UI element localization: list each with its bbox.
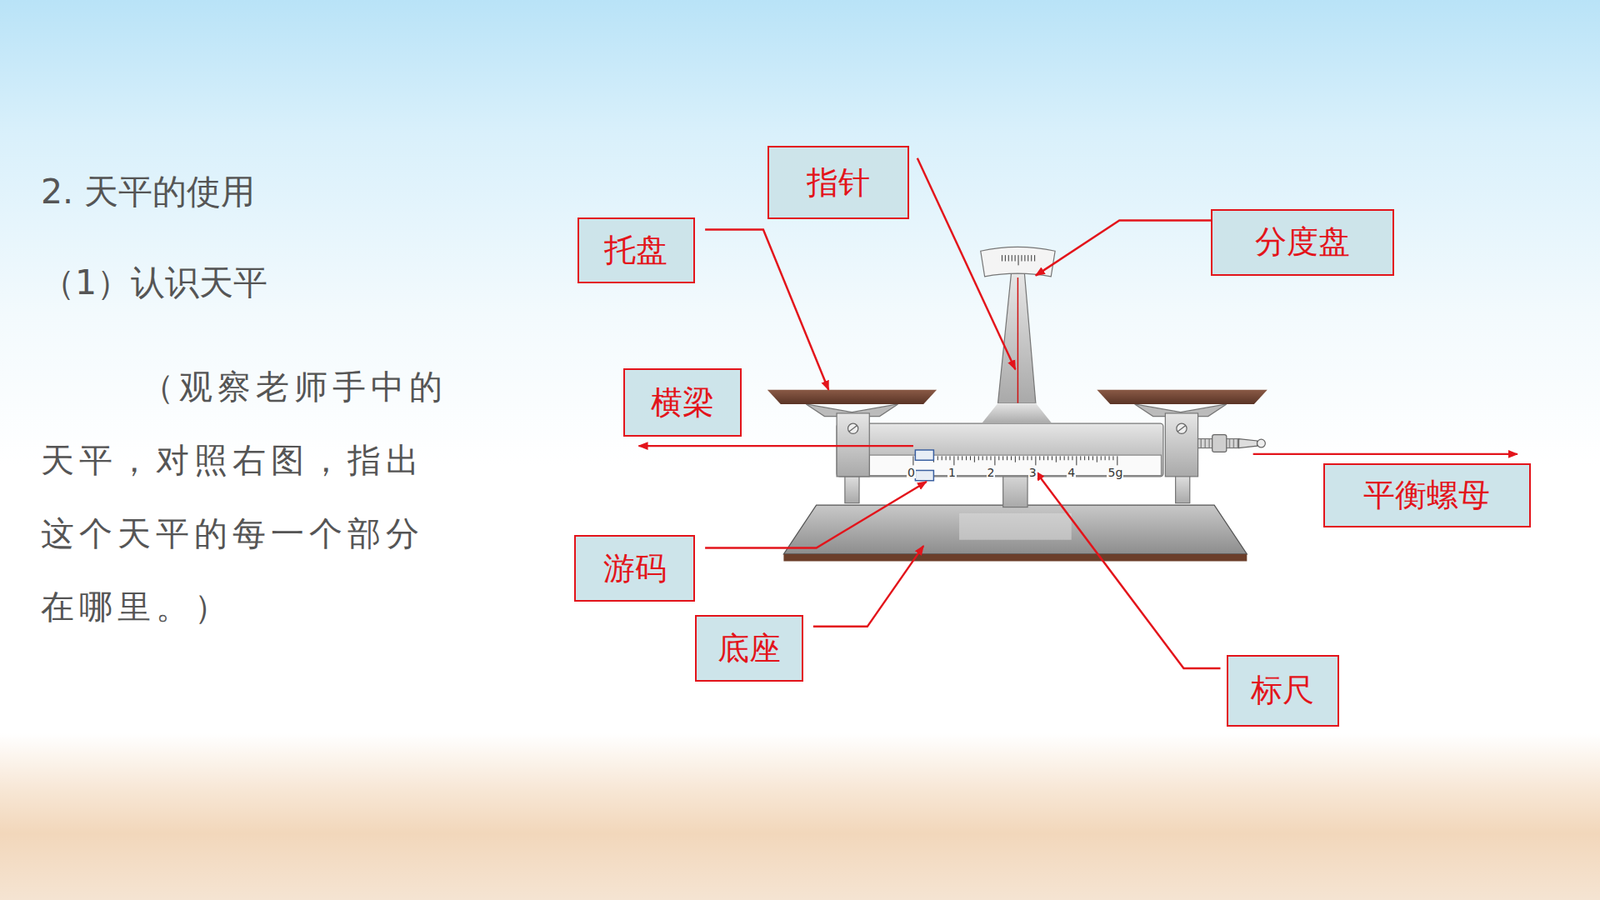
slide-title: 2. 天平的使用 <box>40 169 255 215</box>
callout-box: 底座 <box>695 615 804 682</box>
leader-line <box>1035 220 1212 275</box>
part-name: 平衡螺母 <box>1363 474 1490 517</box>
scale-number: 0 <box>906 466 916 479</box>
leader-line <box>813 545 924 627</box>
callout-box: 横梁 <box>623 368 742 437</box>
part-name: 底座 <box>717 627 781 670</box>
part-name: 游码 <box>603 547 667 590</box>
callout-box: 平衡螺母 <box>1323 463 1531 528</box>
callout-box: 游码 <box>574 535 695 603</box>
section-heading: （1）认识天平 <box>40 260 268 306</box>
leader-line <box>639 445 914 447</box>
part-name: 分度盘 <box>1255 220 1350 264</box>
scale-number: 4 <box>1066 466 1076 479</box>
leader-line <box>1035 471 1221 669</box>
instruction-text: （观察老师手中的天平，对照右图，指出这个天平的每一个部分在哪里。） <box>40 350 458 644</box>
part-name: 托盘 <box>604 229 668 272</box>
callout-box: 标尺 <box>1226 655 1340 727</box>
part-name: 指针 <box>806 161 870 205</box>
scale-number: 3 <box>1028 466 1038 479</box>
leader-line <box>705 481 927 549</box>
callout-box: 托盘 <box>577 217 695 285</box>
leader-line <box>1253 453 1518 455</box>
part-name: 横梁 <box>650 381 715 425</box>
callout-box: 分度盘 <box>1210 209 1394 276</box>
leader-line <box>705 230 829 390</box>
scale-number: 5g <box>1106 466 1124 479</box>
scale-number: 1 <box>947 466 957 479</box>
scale-number: 2 <box>986 466 996 479</box>
leader-line <box>917 158 1016 370</box>
callout-box: 指针 <box>767 145 910 220</box>
part-name: 标尺 <box>1250 669 1315 712</box>
